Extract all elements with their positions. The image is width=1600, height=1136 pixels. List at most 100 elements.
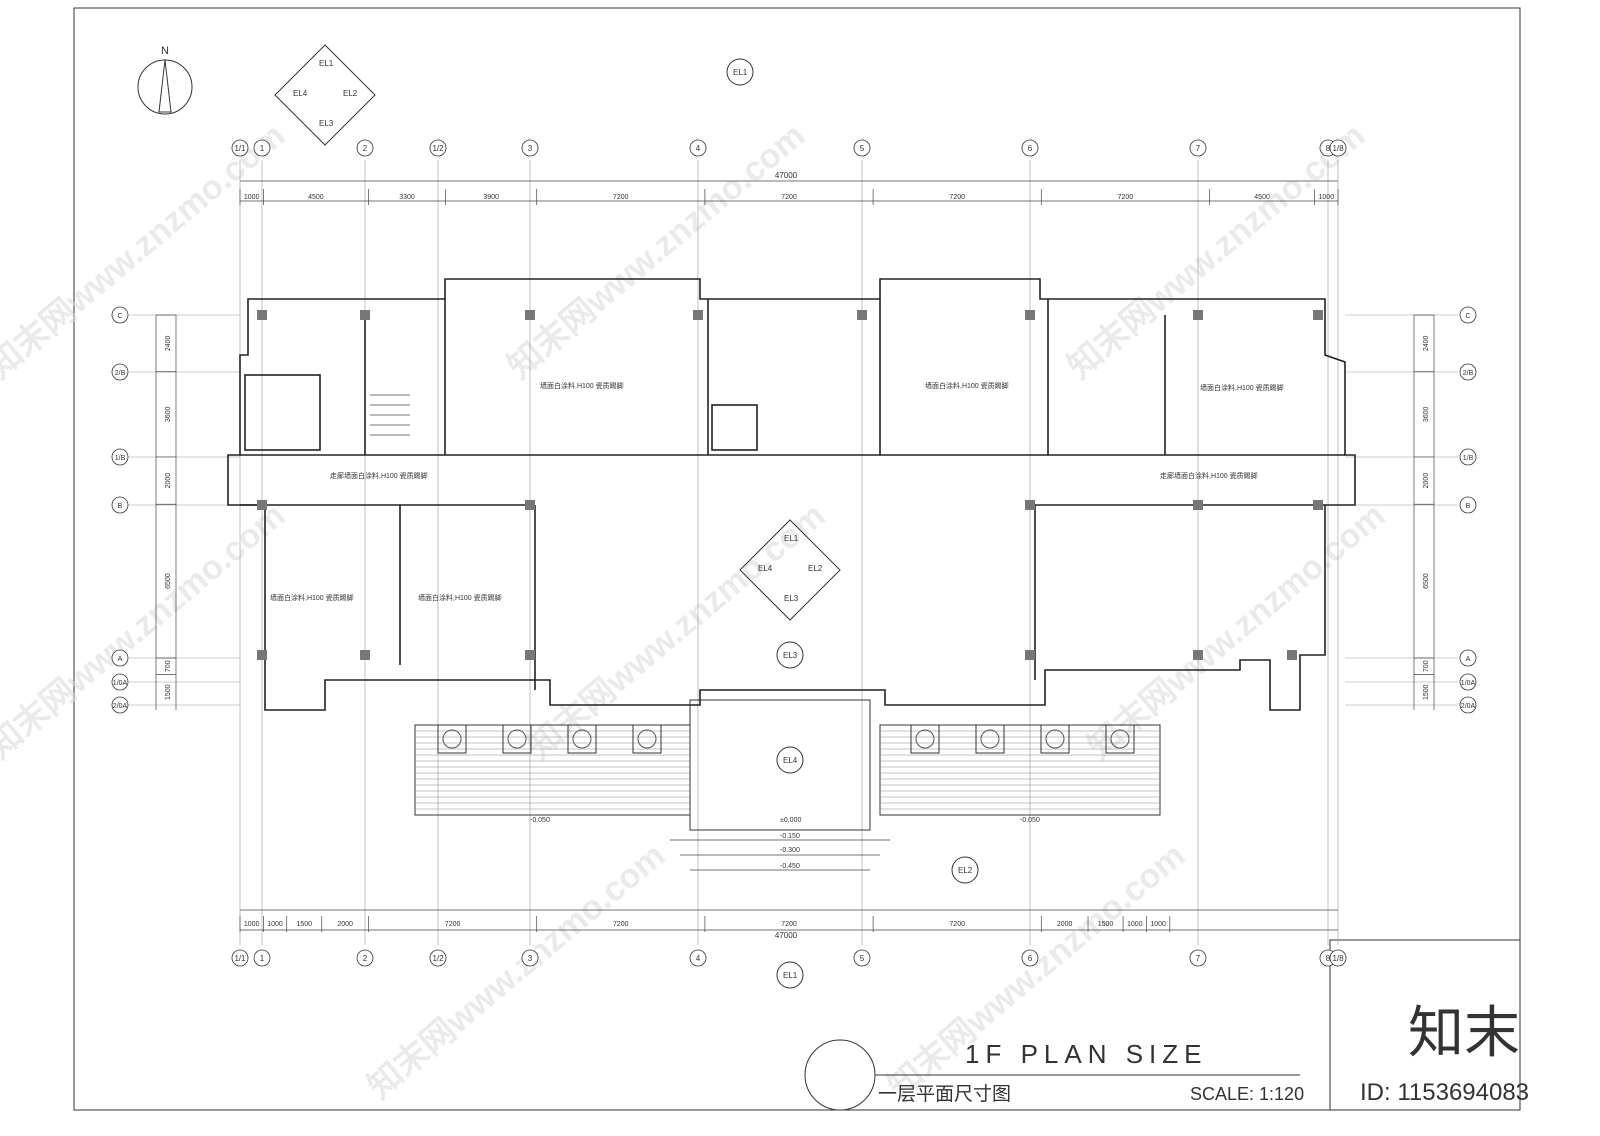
axis-bubble: 1/1 xyxy=(231,949,249,967)
dim-value: 7200 xyxy=(613,194,629,201)
dim-value: 1500 xyxy=(1098,921,1114,928)
callout-single-el1-bottom: EL1 xyxy=(776,961,804,989)
planter-box xyxy=(502,724,532,754)
level-mark: ±0.000 xyxy=(780,817,801,824)
column xyxy=(360,310,370,320)
axis-label: 2 xyxy=(363,954,368,963)
column xyxy=(1193,310,1203,320)
structural-columns xyxy=(257,310,1323,660)
dim-value: 1000 xyxy=(244,921,260,928)
axis-bubble: C xyxy=(111,306,129,324)
column xyxy=(1025,650,1035,660)
axis-label: 1/8 xyxy=(1332,954,1344,963)
callout-center: EL1 EL2 EL3 EL4 xyxy=(739,519,841,621)
axis-label: 1/0A xyxy=(113,680,128,687)
dim-value: 1000 xyxy=(267,921,283,928)
axis-bubble: 1/0A xyxy=(1459,673,1477,691)
axis-bubble: 6 xyxy=(1021,139,1039,157)
axis-label: A xyxy=(118,656,123,663)
dim-value: 2000 xyxy=(1423,473,1430,489)
axis-label: 3 xyxy=(528,144,533,153)
dim-value: 1000 xyxy=(244,194,260,201)
dim-total-bottom: 47000 xyxy=(775,931,798,940)
callout-single-el1-top: EL1 xyxy=(726,58,754,86)
column xyxy=(257,310,267,320)
axis-bubble: 1/0A xyxy=(111,673,129,691)
axis-bubble: 1 xyxy=(253,949,271,967)
room-note: 墙面白涂料,H100 瓷质踢脚 xyxy=(270,593,354,602)
planter-box xyxy=(1105,724,1135,754)
axis-bubble: 2/0A xyxy=(1459,696,1477,714)
axis-label: B xyxy=(1466,503,1471,510)
axis-bubble: B xyxy=(1459,496,1477,514)
planter-box xyxy=(632,724,662,754)
dim-value: 7200 xyxy=(613,921,629,928)
axis-label: C xyxy=(117,313,122,320)
planter-box xyxy=(437,724,467,754)
axis-bubble: 1/B xyxy=(111,448,129,466)
axis-label: 4 xyxy=(696,954,701,963)
axis-bubble: 5 xyxy=(853,139,871,157)
axis-bubble: 1/2 xyxy=(429,139,447,157)
watermark-text: 知末网www.znzmo.com xyxy=(0,496,292,766)
level-marks: -0.050 ±0.000 -0.150 -0.300 -0.450 -0.05… xyxy=(530,817,1040,870)
column xyxy=(525,650,535,660)
title-block: 1F PLAN SIZE 一层平面尺寸图 SCALE: 1:120 xyxy=(804,1039,1304,1111)
axis-bubble: 2/B xyxy=(111,363,129,381)
axis-label: 8 xyxy=(1326,954,1331,963)
axis-label: A xyxy=(1466,656,1471,663)
axis-label: C xyxy=(1465,313,1470,320)
svg-text:EL3: EL3 xyxy=(783,651,798,660)
column xyxy=(1193,500,1203,510)
svg-text:EL2: EL2 xyxy=(808,564,823,573)
plan-title-cn: 一层平面尺寸图 xyxy=(878,1083,1011,1105)
axis-label: 7 xyxy=(1196,954,1201,963)
column xyxy=(525,310,535,320)
column xyxy=(693,310,703,320)
planter-boxes xyxy=(437,724,1135,754)
planter-box xyxy=(975,724,1005,754)
svg-text:EL4: EL4 xyxy=(783,756,798,765)
svg-text:EL3: EL3 xyxy=(784,594,799,603)
dim-value: 7200 xyxy=(1118,194,1134,201)
dim-value: 1000 xyxy=(1319,194,1335,201)
axis-label: 1/B xyxy=(1463,455,1474,462)
column xyxy=(857,310,867,320)
svg-text:EL3: EL3 xyxy=(319,119,334,128)
dim-value: 3600 xyxy=(1423,406,1430,422)
axis-label: 4 xyxy=(696,144,701,153)
axis-label: 7 xyxy=(1196,144,1201,153)
level-mark: -0.050 xyxy=(530,817,550,824)
column xyxy=(360,650,370,660)
axis-label: 1 xyxy=(260,144,265,153)
axis-bubble: 2/0A xyxy=(111,696,129,714)
callout-single-el2: EL2 xyxy=(951,856,979,884)
dim-value: 700 xyxy=(1423,660,1430,672)
watermark-text: 知末网www.znzmo.com xyxy=(501,116,812,386)
dim-value: 2400 xyxy=(1423,335,1430,351)
level-mark: -0.450 xyxy=(780,863,800,870)
dim-value: 6500 xyxy=(1423,573,1430,589)
callout-single-el4: EL4 xyxy=(776,746,804,774)
axis-label: 1/1 xyxy=(234,954,246,963)
dim-value: 4500 xyxy=(308,194,324,201)
plan-title-en: 1F PLAN SIZE xyxy=(965,1039,1208,1069)
axis-bubble: 2 xyxy=(356,139,374,157)
dim-value: 7200 xyxy=(781,921,797,928)
column xyxy=(257,650,267,660)
axis-bubble: 2 xyxy=(356,949,374,967)
image-id: ID: 1153694083 xyxy=(1360,1079,1529,1106)
entrance-steps xyxy=(670,699,890,871)
brand-logo: 知末 xyxy=(1408,1001,1520,1064)
level-mark: -0.150 xyxy=(780,833,800,840)
dim-value: 3600 xyxy=(165,406,172,422)
column xyxy=(1313,500,1323,510)
column xyxy=(1193,650,1203,660)
title-block-line xyxy=(1329,10,1521,1110)
dim-value: 7200 xyxy=(445,921,461,928)
